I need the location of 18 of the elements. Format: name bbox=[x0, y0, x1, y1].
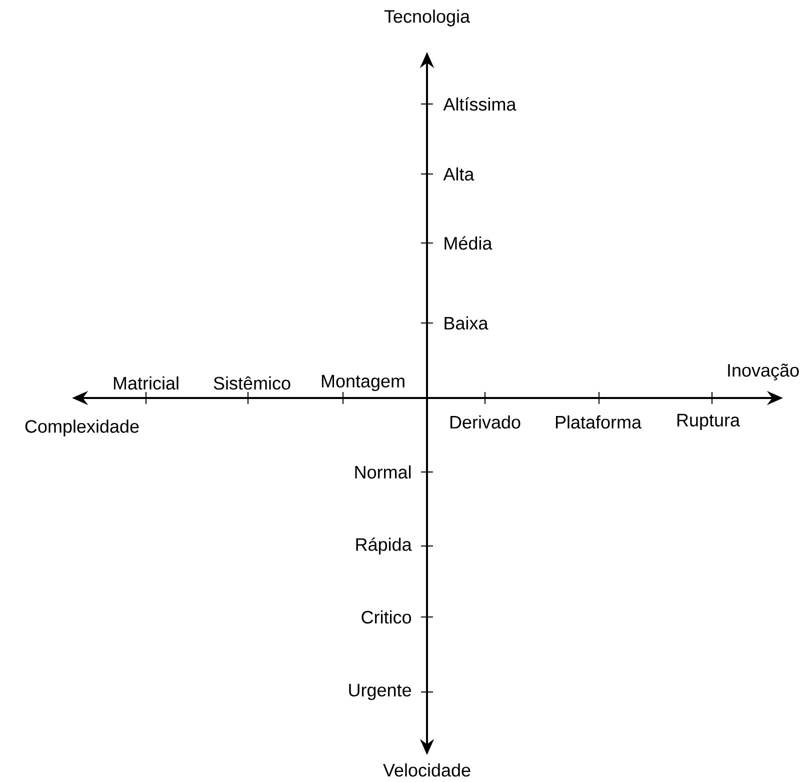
axis-label: Critico bbox=[362, 610, 412, 624]
axis-label: Matricial bbox=[114, 376, 178, 390]
axis-label: Plataforma bbox=[556, 415, 642, 429]
axis-label: Urgente bbox=[349, 684, 411, 700]
axis-label: Média bbox=[444, 236, 492, 250]
axis-label: Inovação bbox=[728, 364, 799, 380]
axis-label: Montagem bbox=[322, 374, 404, 392]
axis-label: Alta bbox=[443, 167, 474, 181]
axis-label: Rápida bbox=[356, 538, 412, 554]
axis-label: Derivado bbox=[450, 415, 520, 429]
axis-label: Sistêmico bbox=[214, 376, 290, 390]
axis-label: Tecnologia bbox=[384, 10, 470, 26]
axis-label: Complexidade bbox=[25, 420, 139, 436]
axis-label: Normal bbox=[355, 465, 411, 479]
axis-label: Altíssima bbox=[443, 97, 516, 111]
axis-label: Velocidade bbox=[383, 763, 470, 777]
axis-label: Baixa bbox=[444, 316, 488, 330]
axis-label: Ruptura bbox=[677, 414, 740, 430]
